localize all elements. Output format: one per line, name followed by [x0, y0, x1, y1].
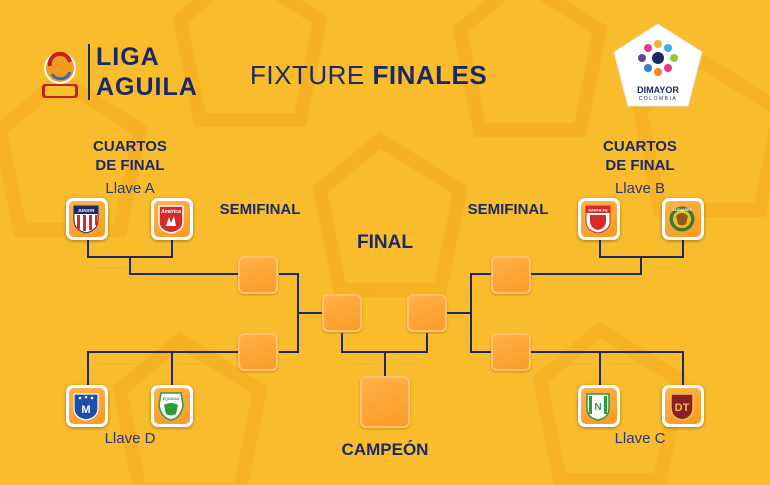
dimayor-name: DIMAYOR	[637, 85, 679, 95]
semifinal-left-label: SEMIFINAL	[219, 201, 301, 218]
team-badge-millonarios[interactable]: M	[66, 385, 108, 427]
final-label: FINAL	[357, 232, 413, 253]
equidad-crest-icon: EQUIDAD	[158, 392, 184, 421]
semifinal-right-top-slot	[491, 256, 531, 294]
final-left-slot	[322, 294, 362, 332]
liga-aguila-logo: LIGA AGUILA	[40, 40, 200, 110]
logo-divider	[88, 44, 90, 100]
team-badge-santafe[interactable]: SANTA FE	[578, 198, 620, 240]
dimayor-logo: DIMAYOR COLOMBIA	[612, 22, 704, 110]
team-badge-jaguares[interactable]: JAGUARES	[662, 198, 704, 240]
quarters-right-label: CUARTOS DE FINAL	[603, 138, 677, 174]
jaguares-crest-icon: JAGUARES	[669, 206, 695, 232]
team-badge-america[interactable]: América	[151, 198, 193, 240]
millonarios-crest-icon: M	[73, 393, 99, 421]
team-badge-tolima[interactable]: DT	[662, 385, 704, 427]
svg-text:EQUIDAD: EQUIDAD	[163, 397, 180, 401]
liga-aguila-ball-icon	[42, 51, 78, 98]
svg-text:M: M	[81, 404, 90, 416]
key-c-label: Llave C	[614, 430, 666, 447]
santafe-crest-icon: SANTA FE	[585, 205, 611, 234]
svg-text:JAGUARES: JAGUARES	[672, 208, 692, 212]
junior-crest-icon: JUNIOR	[73, 205, 99, 234]
svg-text:SANTA FE: SANTA FE	[588, 208, 608, 213]
key-d-label: Llave D	[104, 430, 156, 447]
league-name: LIGA AGUILA	[96, 43, 198, 101]
champion-label: CAMPEÓN	[341, 440, 429, 459]
page-title: FIXTURE FINALES	[250, 60, 488, 90]
tolima-crest-icon: DT	[670, 393, 694, 421]
team-badge-junior[interactable]: JUNIOR	[66, 198, 108, 240]
dimayor-pentagon-icon	[613, 23, 703, 107]
nacional-crest-icon: N	[586, 393, 610, 421]
semifinal-right-label: SEMIFINAL	[467, 201, 549, 218]
quarters-left-label: CUARTOS DE FINAL	[93, 138, 167, 174]
key-b-label: Llave B	[614, 180, 666, 197]
america-crest-icon: América	[158, 205, 184, 234]
dimayor-country: COLOMBIA	[638, 96, 678, 102]
final-right-slot	[407, 294, 447, 332]
champion-slot	[360, 376, 410, 428]
key-a-label: Llave A	[105, 180, 155, 197]
team-badge-nacional[interactable]: N	[578, 385, 620, 427]
svg-text:N: N	[594, 402, 601, 413]
semifinal-left-bottom-slot	[238, 333, 278, 371]
semifinal-left-top-slot	[238, 256, 278, 294]
svg-text:América: América	[160, 209, 181, 215]
svg-text:DT: DT	[675, 402, 690, 414]
team-badge-equidad[interactable]: EQUIDAD	[151, 385, 193, 427]
semifinal-right-bottom-slot	[491, 333, 531, 371]
svg-text:JUNIOR: JUNIOR	[77, 208, 95, 213]
